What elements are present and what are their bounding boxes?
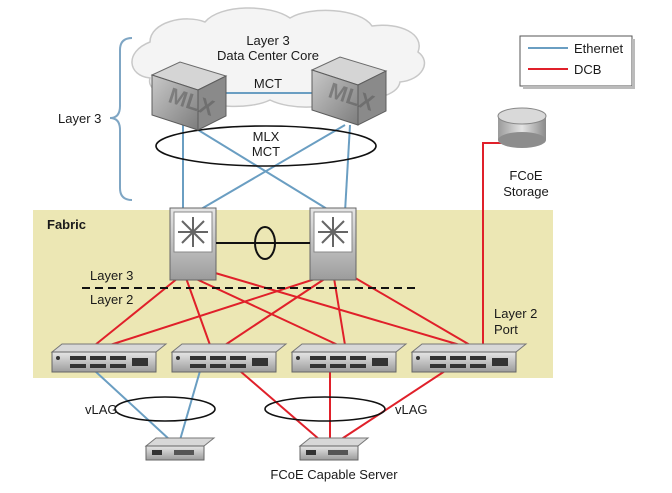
mlx-mct-ellipse (155, 125, 377, 167)
fcoe-storage-label-line2: Storage (503, 184, 549, 199)
fabric-label: Fabric (47, 217, 86, 232)
mlx-mct-label-line1: MLX (253, 129, 280, 144)
ethernet-links (94, 92, 351, 441)
fcoe-storage-label-line1: FCoE (509, 168, 543, 183)
server-left (144, 437, 216, 461)
layer3-brace-label: Layer 3 (58, 111, 101, 126)
fcoe-storage-icon (497, 107, 547, 148)
layer2-port-label-line1: Layer 2 (494, 306, 537, 321)
access-switch-1 (50, 343, 168, 373)
layer3-brace (109, 37, 133, 201)
fabric-switch-right (309, 207, 357, 281)
mlx-mct-label-line2: MCT (252, 144, 280, 159)
vlag-left-label: vLAG (85, 402, 118, 417)
access-switch-2 (170, 343, 288, 373)
legend-dcb-label: DCB (574, 62, 601, 77)
vlag-right-label: vLAG (395, 402, 428, 417)
mlx-router-right: MLX (310, 56, 388, 126)
layer2-divider-label: Layer 2 (90, 292, 133, 307)
access-switch-4 (410, 343, 528, 373)
legend-ethernet-label: Ethernet (574, 41, 624, 56)
vlag-right-ellipse (264, 396, 386, 422)
vlag-left-ellipse (114, 396, 216, 422)
layer2-port-label-line2: Port (494, 322, 518, 337)
fcoe-server (298, 437, 370, 461)
core-label-line2: Data Center Core (217, 48, 319, 63)
fabric-switch-left (169, 207, 217, 281)
core-label-line1: Layer 3 (246, 33, 289, 48)
mlx-router-left: MLX (150, 61, 228, 131)
layer3-divider-label: Layer 3 (90, 268, 133, 283)
legend: Ethernet DCB (519, 35, 635, 89)
mct-label: MCT (254, 76, 282, 91)
access-switch-3 (290, 343, 408, 373)
dcb-links (94, 132, 521, 441)
fabric-isl-ellipse (254, 226, 276, 260)
fcoe-server-label: FCoE Capable Server (270, 467, 398, 482)
